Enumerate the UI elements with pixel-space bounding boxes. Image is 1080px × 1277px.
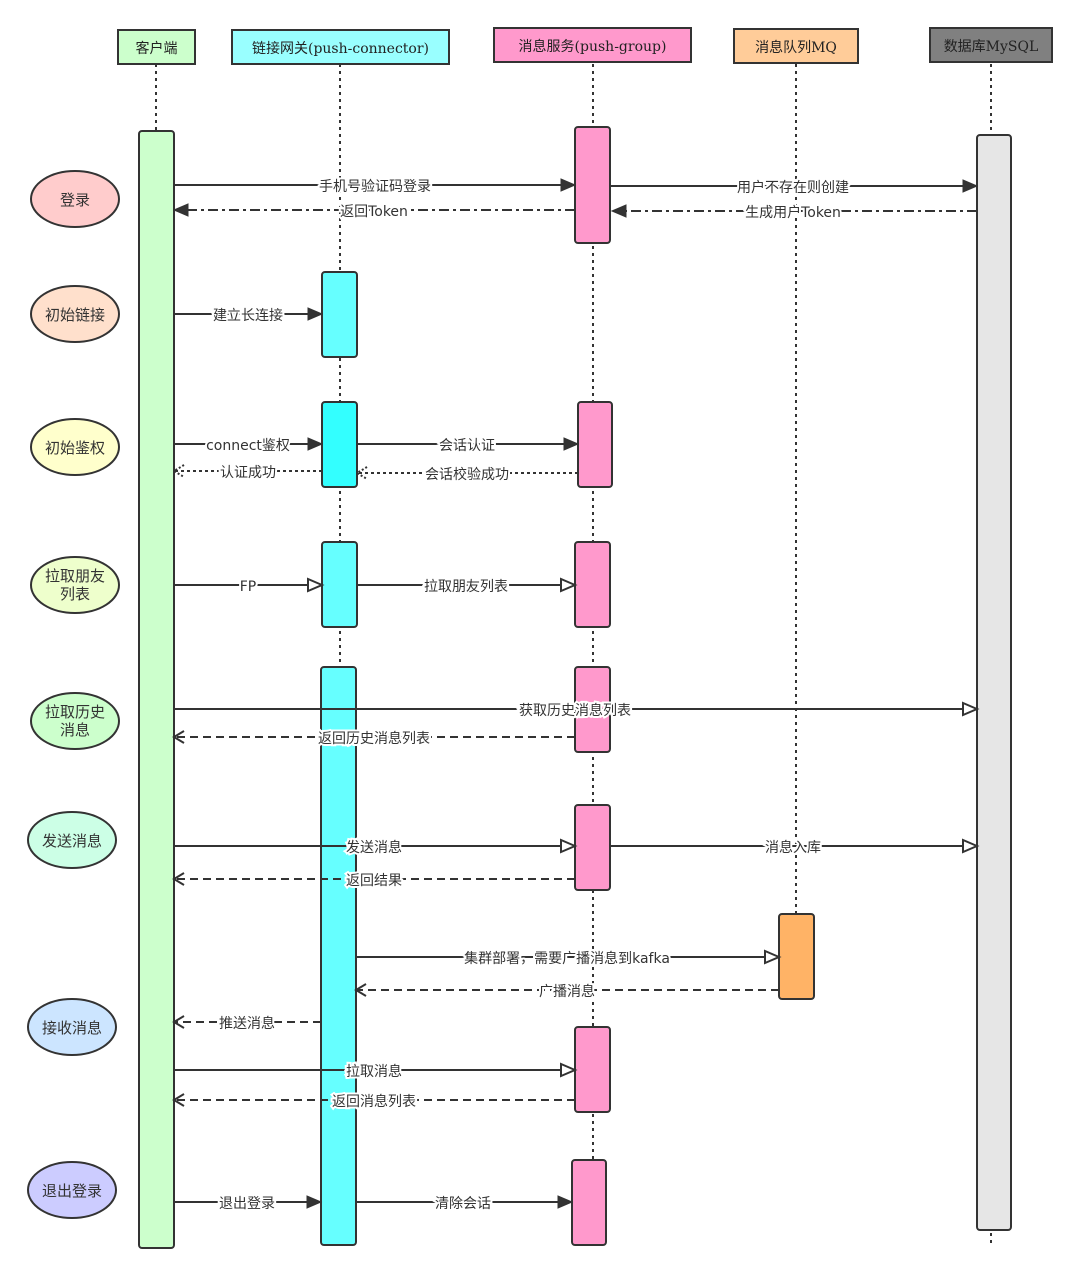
participant-gateway-label: 链接网关(push-connector)	[252, 40, 429, 57]
message-label: 退出登录	[219, 1196, 275, 1212]
arrowhead-open-triangle-icon	[962, 701, 980, 717]
message-label: 返回消息列表	[332, 1093, 416, 1110]
message-label: 推送消息	[219, 1015, 275, 1032]
message-label: 生成用户Token	[745, 204, 841, 221]
arrowhead-open-triangle-icon	[560, 838, 578, 854]
message-label: 返回结果	[346, 873, 402, 889]
participant-client-box	[117, 29, 196, 65]
activation-bar-gateway	[320, 666, 357, 1246]
phase-label: 发送消息	[42, 832, 102, 850]
activation-bar-gateway	[321, 271, 358, 358]
phase-label: 接收消息	[42, 1019, 102, 1037]
message-label: 拉取消息	[346, 1063, 402, 1080]
message-label: 用户不存在则创建	[737, 179, 849, 196]
arrowhead-open-triangle-icon	[962, 838, 980, 854]
arrowhead-filled-icon	[557, 1195, 574, 1209]
phase-label: 拉取历史消息	[45, 703, 105, 739]
phase-label: 初始鉴权	[45, 439, 105, 457]
phase-ellipse	[27, 998, 117, 1056]
participant-msg-box	[493, 27, 692, 63]
arrowhead-filled-icon	[306, 1195, 323, 1209]
message-label: 会话校验成功	[425, 466, 509, 483]
phase-label: 拉取朋友列表	[45, 567, 105, 603]
arrowhead-filled-icon	[307, 307, 324, 321]
activation-bar-gateway	[321, 401, 358, 488]
arrowhead-filled-icon	[172, 203, 189, 217]
message-label: 拉取朋友列表	[424, 579, 508, 595]
arrowhead-filled-icon	[563, 437, 580, 451]
arrowhead-filled-icon	[307, 437, 324, 451]
activation-bar-msg	[577, 401, 613, 488]
participant-db-label: 数据库MySQL	[944, 39, 1039, 55]
arrowhead-open-icon	[172, 872, 185, 886]
arrowhead-open-triangle-icon	[560, 1062, 578, 1078]
arrowhead-open-triangle-icon	[764, 949, 782, 965]
phase-label: 登录	[60, 191, 90, 209]
activation-bar-msg	[574, 804, 611, 891]
message-label: 返回Token	[340, 204, 408, 220]
message-label: 获取历史消息列表	[519, 702, 631, 719]
participant-gateway-box	[231, 29, 450, 65]
activation-bar-db	[976, 134, 1012, 1231]
participant-db-box	[929, 27, 1053, 63]
message-label: 广播消息	[539, 983, 595, 1000]
participant-mq-label: 消息队列MQ	[755, 39, 837, 56]
phase-label: 初始链接	[45, 306, 105, 324]
message-label: 返回历史消息列表	[318, 730, 430, 747]
phase-label: 退出登录	[42, 1182, 102, 1200]
participant-msg-label: 消息服务(push-group)	[519, 38, 667, 55]
message-label: 消息入库	[765, 839, 821, 856]
phase-ellipse	[30, 418, 120, 476]
participant-mq-box	[733, 28, 859, 64]
activation-bar-client	[138, 130, 175, 1249]
arrowhead-filled-icon	[610, 204, 627, 218]
phase-ellipse	[30, 556, 120, 614]
phase-ellipse	[30, 170, 120, 228]
phase-ellipse	[30, 285, 120, 343]
phase-ellipse	[30, 692, 120, 750]
activation-bar-msg	[574, 541, 611, 628]
message-label: 清除会话	[435, 1196, 491, 1212]
participant-client-label: 客户端	[136, 40, 178, 57]
message-label: 认证成功	[220, 465, 276, 481]
message-label: 发送消息	[346, 839, 402, 856]
activation-bar-msg	[574, 126, 611, 244]
message-label: FP	[240, 579, 257, 595]
message-label: 集群部署，需要广播消息到kafka	[464, 950, 670, 967]
arrowhead-open-icon	[172, 1015, 185, 1029]
phase-ellipse	[27, 811, 117, 869]
activation-bar-gateway	[321, 541, 358, 628]
message-label: 手机号验证码登录	[319, 179, 431, 195]
arrowhead-open-icon	[354, 983, 367, 997]
phase-ellipse	[27, 1161, 117, 1219]
message-label: connect鉴权	[206, 438, 290, 454]
arrowhead-open-triangle-icon	[560, 577, 578, 593]
arrowhead-open-triangle-icon	[307, 577, 325, 593]
arrowhead-open-icon	[172, 1093, 185, 1107]
message-label: 建立长连接	[213, 307, 283, 324]
activation-bar-mq	[778, 913, 815, 1000]
activation-bar-msg	[574, 1026, 611, 1113]
arrowhead-filled-icon	[560, 178, 577, 192]
arrowhead-open-icon	[172, 730, 185, 744]
activation-bar-msg	[571, 1159, 607, 1246]
arrowhead-filled-icon	[962, 179, 979, 193]
message-label: 会话认证	[439, 438, 495, 454]
